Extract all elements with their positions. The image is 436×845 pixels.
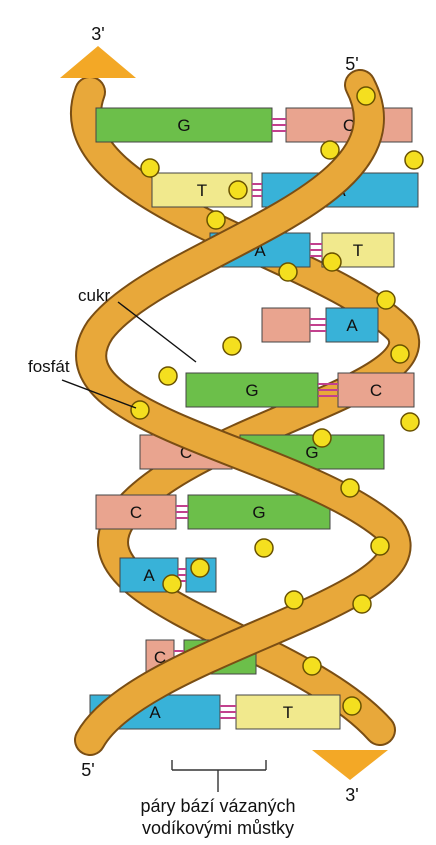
- phosphate-circle: [405, 151, 423, 169]
- base-letter-left: G: [177, 116, 190, 135]
- phosphate-circle: [207, 211, 225, 229]
- phosphate-circle: [229, 181, 247, 199]
- phosphate-circle: [343, 697, 361, 715]
- sugar-label: cukr: [78, 286, 110, 305]
- end-label-bottom-left: 5': [81, 760, 94, 780]
- base-letter-left: T: [197, 181, 207, 200]
- base-letter-right: T: [283, 703, 293, 722]
- phosphate-circle: [285, 591, 303, 609]
- phosphate-circle: [377, 291, 395, 309]
- base-letter-right: A: [346, 316, 358, 335]
- phosphate-circle: [323, 253, 341, 271]
- phosphate-circle: [223, 337, 241, 355]
- base-letter-left: A: [143, 566, 155, 585]
- base-letter-right: C: [370, 381, 382, 400]
- base-left: [262, 308, 310, 342]
- base-letter-left: C: [130, 503, 142, 522]
- phosphate-circle: [371, 537, 389, 555]
- end-label-top-right: 5': [345, 54, 358, 74]
- phosphate-circle: [401, 413, 419, 431]
- phosphate-circle: [131, 401, 149, 419]
- phosphate-circle: [391, 345, 409, 363]
- end-label-bottom-right: 3': [345, 785, 358, 805]
- phosphate-circle: [313, 429, 331, 447]
- base-letter-right: T: [353, 241, 363, 260]
- caption-line-2: vodíkovými můstky: [142, 818, 294, 838]
- phosphate-circle: [303, 657, 321, 675]
- phosphate-circle: [255, 539, 273, 557]
- base-letter-left: G: [245, 381, 258, 400]
- caption-line-1: páry bází vázaných: [140, 796, 295, 816]
- phosphate-circle: [191, 559, 209, 577]
- phosphate-circle: [163, 575, 181, 593]
- phosphate-circle: [353, 595, 371, 613]
- end-label-top-left: 3': [91, 24, 104, 44]
- phosphate-circle: [279, 263, 297, 281]
- base-letter-right: G: [252, 503, 265, 522]
- phosphate-circle: [159, 367, 177, 385]
- phosphate-label: fosfát: [28, 357, 70, 376]
- base-letter-left: A: [149, 703, 161, 722]
- phosphate-circle: [321, 141, 339, 159]
- phosphate-circle: [357, 87, 375, 105]
- phosphate-circle: [141, 159, 159, 177]
- phosphate-circle: [341, 479, 359, 497]
